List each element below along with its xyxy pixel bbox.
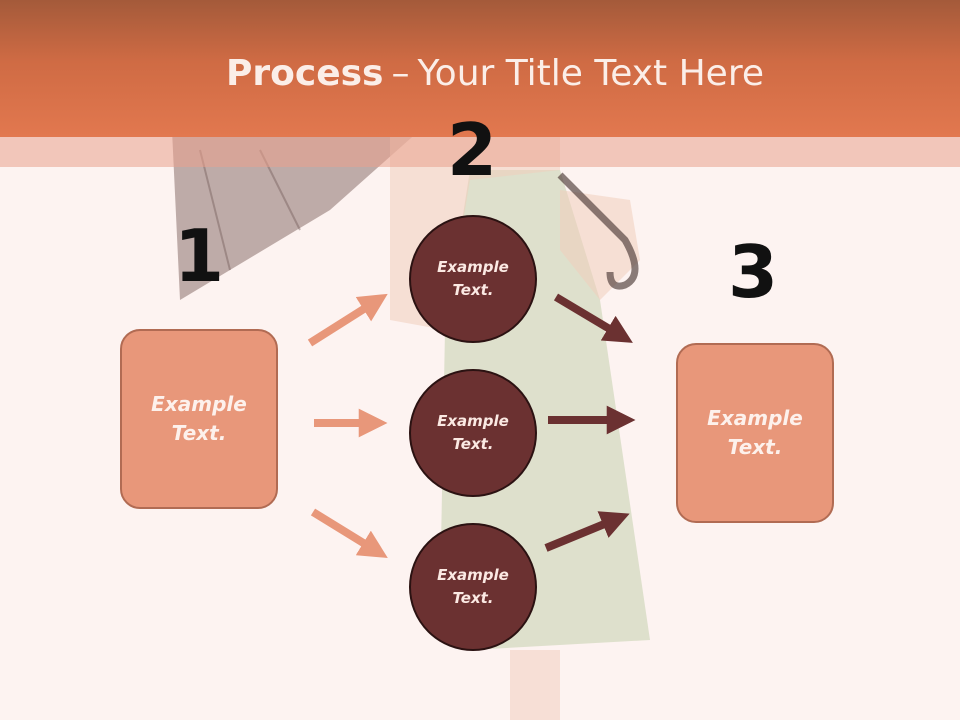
circle-step-top: Example Text. <box>409 215 537 343</box>
step-number-2: 2 <box>446 108 498 192</box>
title-rest: Your Title Text Here <box>417 53 764 94</box>
circle-middle-text: Example Text. <box>437 412 509 453</box>
arrow-left-to-bottom <box>310 508 388 559</box>
title-bar <box>0 0 960 137</box>
circle-step-bottom: Example Text. <box>409 523 537 651</box>
circle-top-text: Example Text. <box>437 258 509 299</box>
title-separator: – <box>391 53 410 94</box>
right-step-box: Example Text. <box>676 343 834 523</box>
umbrella-shape <box>172 130 420 300</box>
step-number-1: 1 <box>173 214 225 298</box>
step-number-3: 3 <box>727 230 779 314</box>
right-box-text: Example Text. <box>707 406 803 459</box>
arrow-left-to-top <box>307 293 388 347</box>
left-box-text: Example Text. <box>151 392 247 445</box>
arrow-top-to-right <box>553 293 633 343</box>
title-bar-strip <box>0 137 960 167</box>
title-bold: Process <box>225 53 384 94</box>
circle-step-middle: Example Text. <box>409 369 537 497</box>
left-step-box: Example Text. <box>120 329 278 509</box>
circle-bottom-text: Example Text. <box>437 566 509 607</box>
slide-title: Process–Your Title Text Here <box>0 50 960 98</box>
arrow-bottom-to-right <box>544 511 630 552</box>
